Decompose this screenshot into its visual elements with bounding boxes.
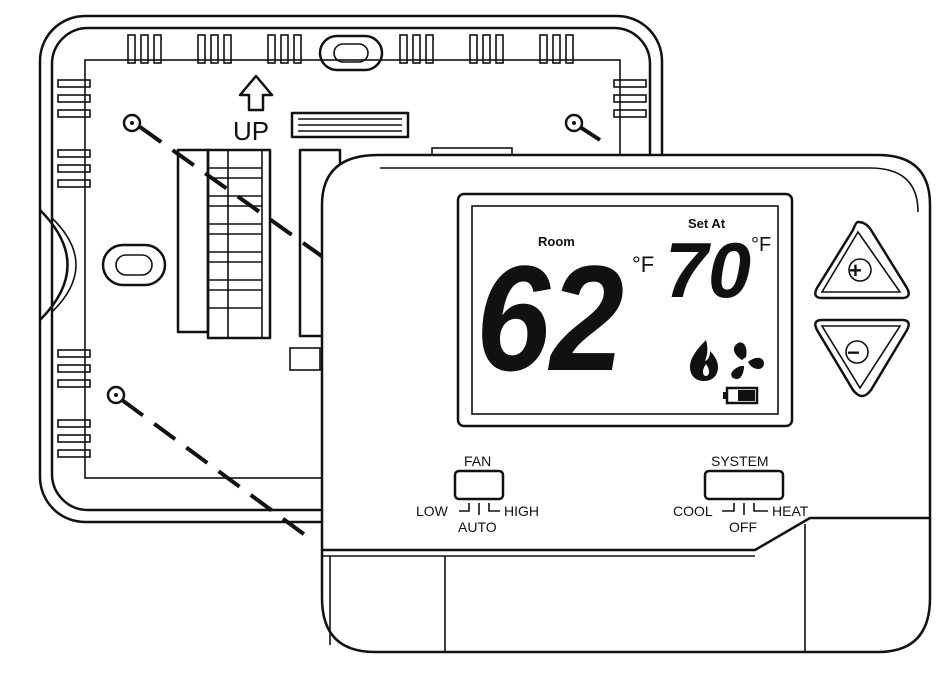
up-arrow-icon: [238, 74, 274, 112]
set-unit: °F: [751, 234, 771, 256]
battery-icon: [723, 386, 759, 405]
fan-auto-label: AUTO: [458, 519, 497, 535]
flame-icon: [690, 340, 718, 381]
temp-up-button[interactable]: [814, 220, 910, 300]
lcd-display: [456, 192, 794, 428]
fan-high-label: HIGH: [504, 503, 539, 519]
fan-switch-title: FAN: [464, 453, 491, 469]
thermostat-body: [320, 153, 932, 654]
set-at-label: Set At: [688, 216, 726, 231]
temp-down-button[interactable]: [814, 318, 910, 398]
system-cool-label: COOL: [673, 503, 713, 519]
fan-icon: [731, 342, 764, 380]
fan-low-label: LOW: [416, 503, 449, 519]
system-off-label: OFF: [729, 519, 757, 535]
up-label: UP: [233, 116, 269, 146]
plus-icon: +: [849, 258, 862, 283]
room-temperature: 62: [476, 234, 624, 402]
set-temperature: 70: [665, 226, 751, 314]
system-heat-label: HEAT: [772, 503, 809, 519]
system-switch[interactable]: [703, 469, 785, 501]
room-label: Room: [538, 234, 575, 249]
minus-icon: −: [847, 340, 860, 365]
room-unit: °F: [632, 252, 654, 277]
system-switch-title: SYSTEM: [711, 453, 769, 469]
fan-switch[interactable]: [453, 469, 505, 501]
